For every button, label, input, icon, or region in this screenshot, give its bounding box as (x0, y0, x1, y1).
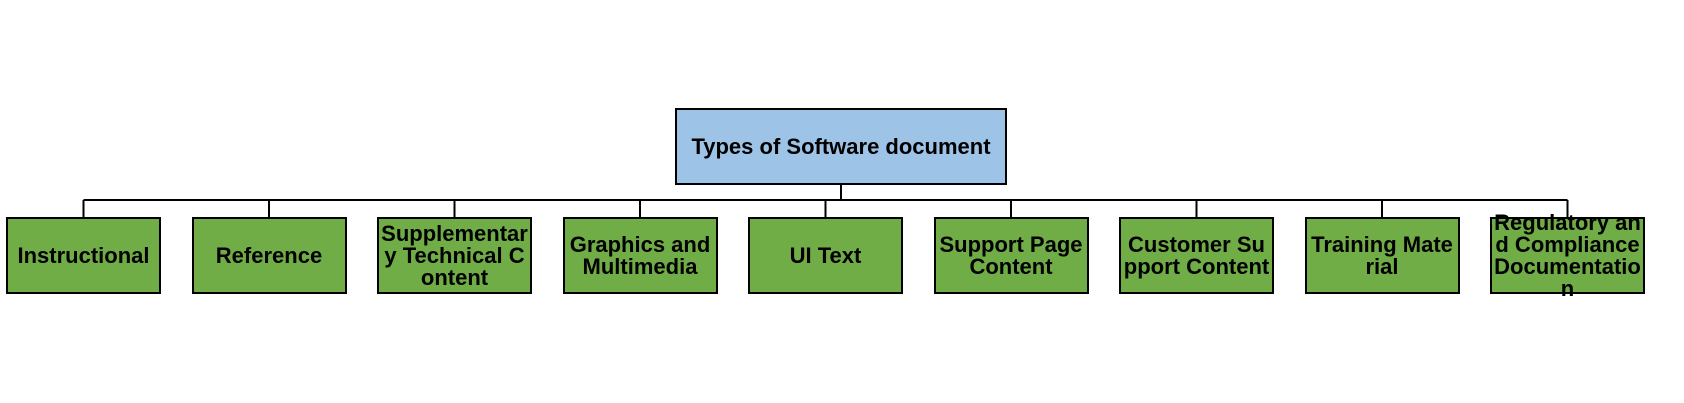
root-node-label: Types of Software document (691, 133, 991, 159)
child-node-label: Graphics and Multimedia (569, 231, 711, 279)
child-node-label: Training Material (1311, 231, 1453, 279)
child-node-label: Instructional (17, 242, 150, 268)
child-node-customer-support-content: Customer Support Content (1119, 217, 1274, 294)
child-node-supplementary-technical-content: Supplementary Technical Content (377, 217, 532, 294)
child-node-label: Reference (215, 242, 323, 268)
child-node-instructional: Instructional (6, 217, 161, 294)
child-node-graphics-and-multimedia: Graphics and Multimedia (562, 217, 718, 294)
child-node-training-material: Training Material (1304, 217, 1460, 294)
child-node-reference: Reference (191, 217, 347, 294)
child-node-label: Support Page Content (939, 231, 1083, 279)
root-node: Types of Software document (675, 108, 1007, 185)
child-node-label: Supplementary Technical Content (381, 220, 528, 290)
child-node-label: UI Text (789, 242, 862, 268)
child-node-ui-text: UI Text (748, 217, 903, 294)
child-node-support-page-content: Support Page Content (933, 217, 1089, 294)
child-node-label: Customer Support Content (1123, 231, 1270, 279)
child-node-regulatory-and-compliance-documentation: Regulatory and Compliance Documentation (1490, 211, 1645, 299)
child-node-label: Regulatory and Compliance Documentation (1494, 209, 1641, 301)
